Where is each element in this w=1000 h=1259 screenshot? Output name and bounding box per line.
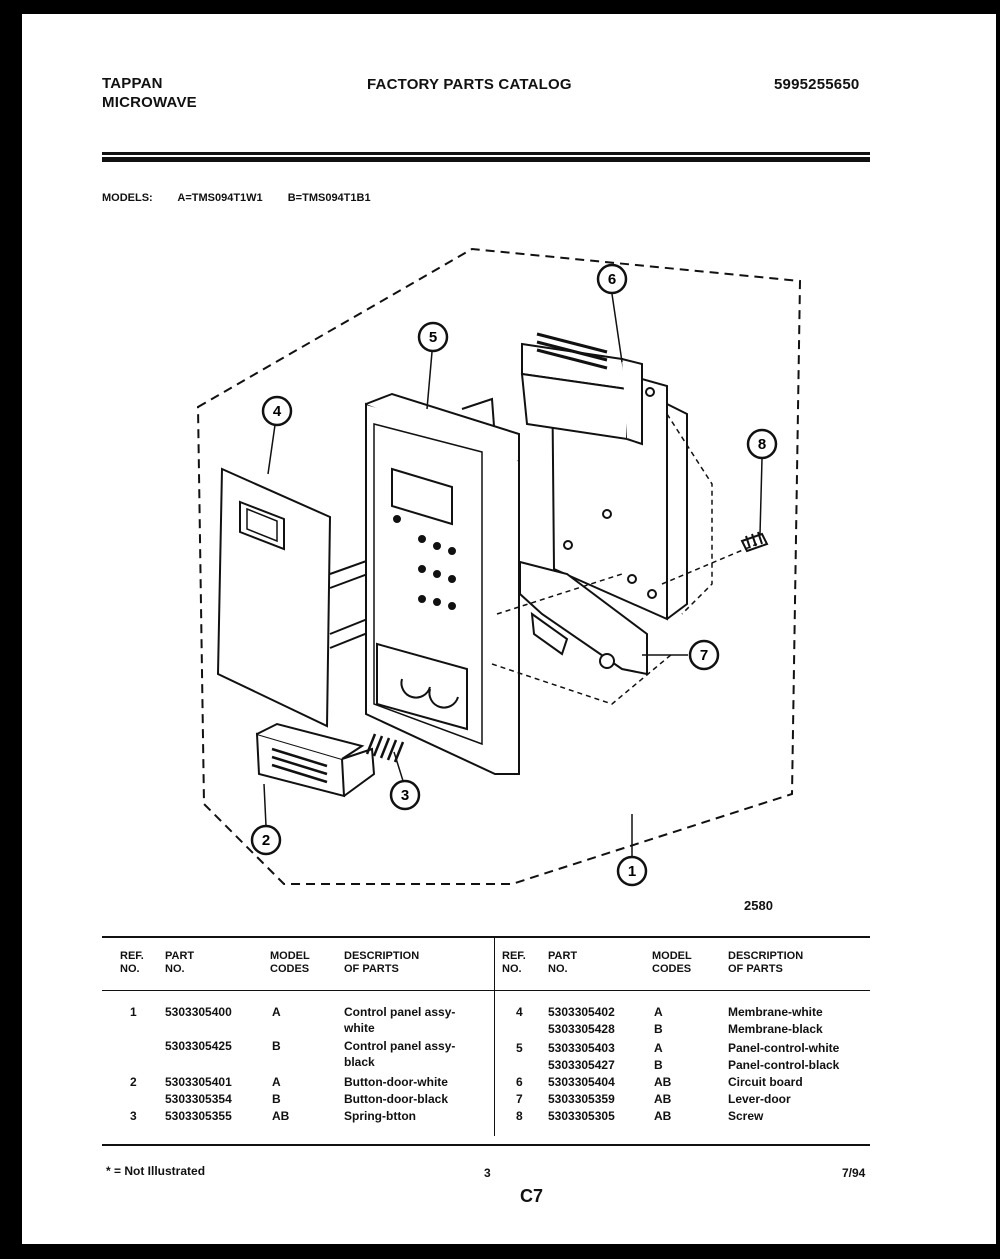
callout-2: 2 <box>250 824 282 856</box>
svg-text:2: 2 <box>262 832 270 849</box>
models-label: MODELS: <box>102 192 153 204</box>
svg-text:4: 4 <box>273 403 282 420</box>
svg-text:7: 7 <box>700 647 708 664</box>
circuit-board-part <box>520 332 688 621</box>
membrane-part <box>216 467 401 728</box>
svg-text:8: 8 <box>758 436 766 453</box>
header-rule <box>102 152 870 155</box>
brand-block: TAPPAN MICROWAVE <box>102 74 197 112</box>
model-b: B=TMS094T1B1 <box>287 192 371 204</box>
svg-text:3: 3 <box>401 787 409 804</box>
model-a: A=TMS094T1W1 <box>177 192 263 204</box>
svg-text:6: 6 <box>608 271 616 288</box>
col-ref-no-right: REF.NO. <box>502 950 526 975</box>
models-line: MODELS: A=TMS094T1W1 B=TMS094T1B1 <box>102 192 393 204</box>
header-rule-thick <box>102 157 870 162</box>
callout-6: 6 <box>596 263 628 295</box>
callout-5: 5 <box>417 321 449 353</box>
callout-1: 1 <box>616 855 648 887</box>
catalog-page: TAPPAN MICROWAVE FACTORY PARTS CATALOG 5… <box>22 14 996 1244</box>
brand-name: TAPPAN <box>102 75 163 92</box>
door-button-part <box>255 722 376 798</box>
catalog-title: FACTORY PARTS CATALOG <box>367 76 572 93</box>
table-header-rule <box>102 990 870 991</box>
callout-3: 3 <box>389 779 421 811</box>
callout-4: 4 <box>261 395 293 427</box>
product-type: MICROWAVE <box>102 94 197 111</box>
page-number: 3 <box>484 1166 491 1180</box>
table-column-separator <box>494 938 495 1136</box>
col-ref-no: REF.NO. <box>120 950 144 975</box>
door-lever-part <box>519 560 648 676</box>
figure-number: 2580 <box>744 898 773 913</box>
svg-text:1: 1 <box>628 863 636 880</box>
section-code: C7 <box>520 1186 544 1206</box>
table-bottom-rule <box>102 1144 870 1146</box>
spring-part <box>365 733 405 763</box>
callout-8: 8 <box>746 428 778 460</box>
not-illustrated-note: * = Not Illustrated <box>106 1164 206 1178</box>
catalog-number: 5995255650 <box>774 76 860 93</box>
callout-7: 7 <box>688 639 720 671</box>
callout-markers: 1 2 3 4 5 6 7 8 <box>250 263 778 887</box>
screw-part <box>740 531 769 553</box>
table-top-rule <box>102 936 870 938</box>
callout-leaders <box>263 293 763 856</box>
revision-date: 7/94 <box>842 1166 866 1180</box>
control-panel-part <box>365 392 520 775</box>
exploded-parts-diagram: 1 2 3 4 5 6 7 8 <box>196 247 802 887</box>
assembly-boundary <box>196 247 802 885</box>
svg-text:5: 5 <box>429 329 437 346</box>
